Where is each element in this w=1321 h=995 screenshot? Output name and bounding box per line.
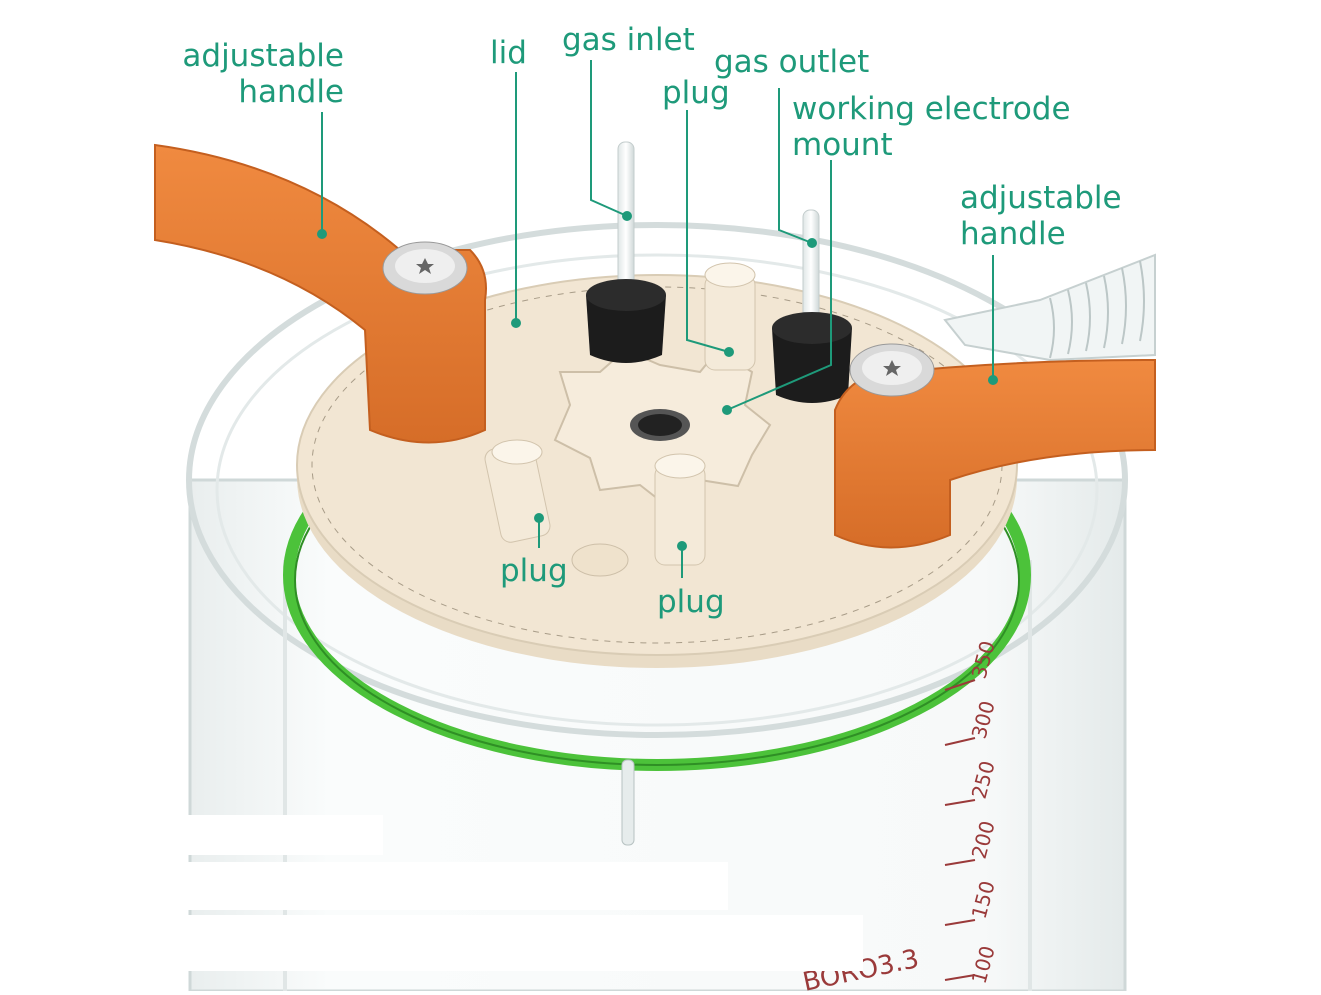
open-port xyxy=(571,543,629,577)
beaker-scale-labels: 350 300 250 200 150 100 xyxy=(967,638,1000,986)
mask-box-1 xyxy=(188,815,383,855)
label-gas-outlet: gas outlet xyxy=(714,44,870,80)
left-adjustable-handle xyxy=(154,143,487,444)
label-lid: lid xyxy=(490,35,527,71)
leader-dots xyxy=(317,211,998,551)
label-text-line2: handle xyxy=(960,216,1066,252)
label-gas-inlet: gas inlet xyxy=(562,22,695,58)
electrode-rod xyxy=(621,759,635,846)
label-plug-top: plug xyxy=(662,75,730,111)
hose-ribs xyxy=(1049,260,1145,359)
plug-top xyxy=(704,262,756,371)
label-adjustable-handle-left: adjustable handle xyxy=(170,38,344,110)
leader-lines xyxy=(321,60,994,578)
label-plug-bottom-left: plug xyxy=(500,553,568,589)
label-text-line2: mount xyxy=(792,127,893,163)
label-text-line1: working electrode xyxy=(792,91,1071,127)
label-plug-bottom-right: plug xyxy=(657,584,725,620)
label-adjustable-handle-right: adjustable handle xyxy=(960,180,1122,252)
plug-bottom-left xyxy=(484,439,551,543)
mask-box-2 xyxy=(188,862,728,910)
plug-bottom-right xyxy=(654,453,706,566)
right-adjustable-handle xyxy=(834,343,1156,549)
mask-box-3 xyxy=(188,915,863,971)
label-working-electrode-mount: working electrode mount xyxy=(792,91,1071,163)
beaker-scale xyxy=(944,679,976,981)
gas-inlet-fitting xyxy=(586,141,666,363)
label-text-line2: handle xyxy=(238,74,344,110)
label-text-line1: adjustable xyxy=(960,180,1122,216)
label-text-line1: adjustable xyxy=(182,38,344,74)
